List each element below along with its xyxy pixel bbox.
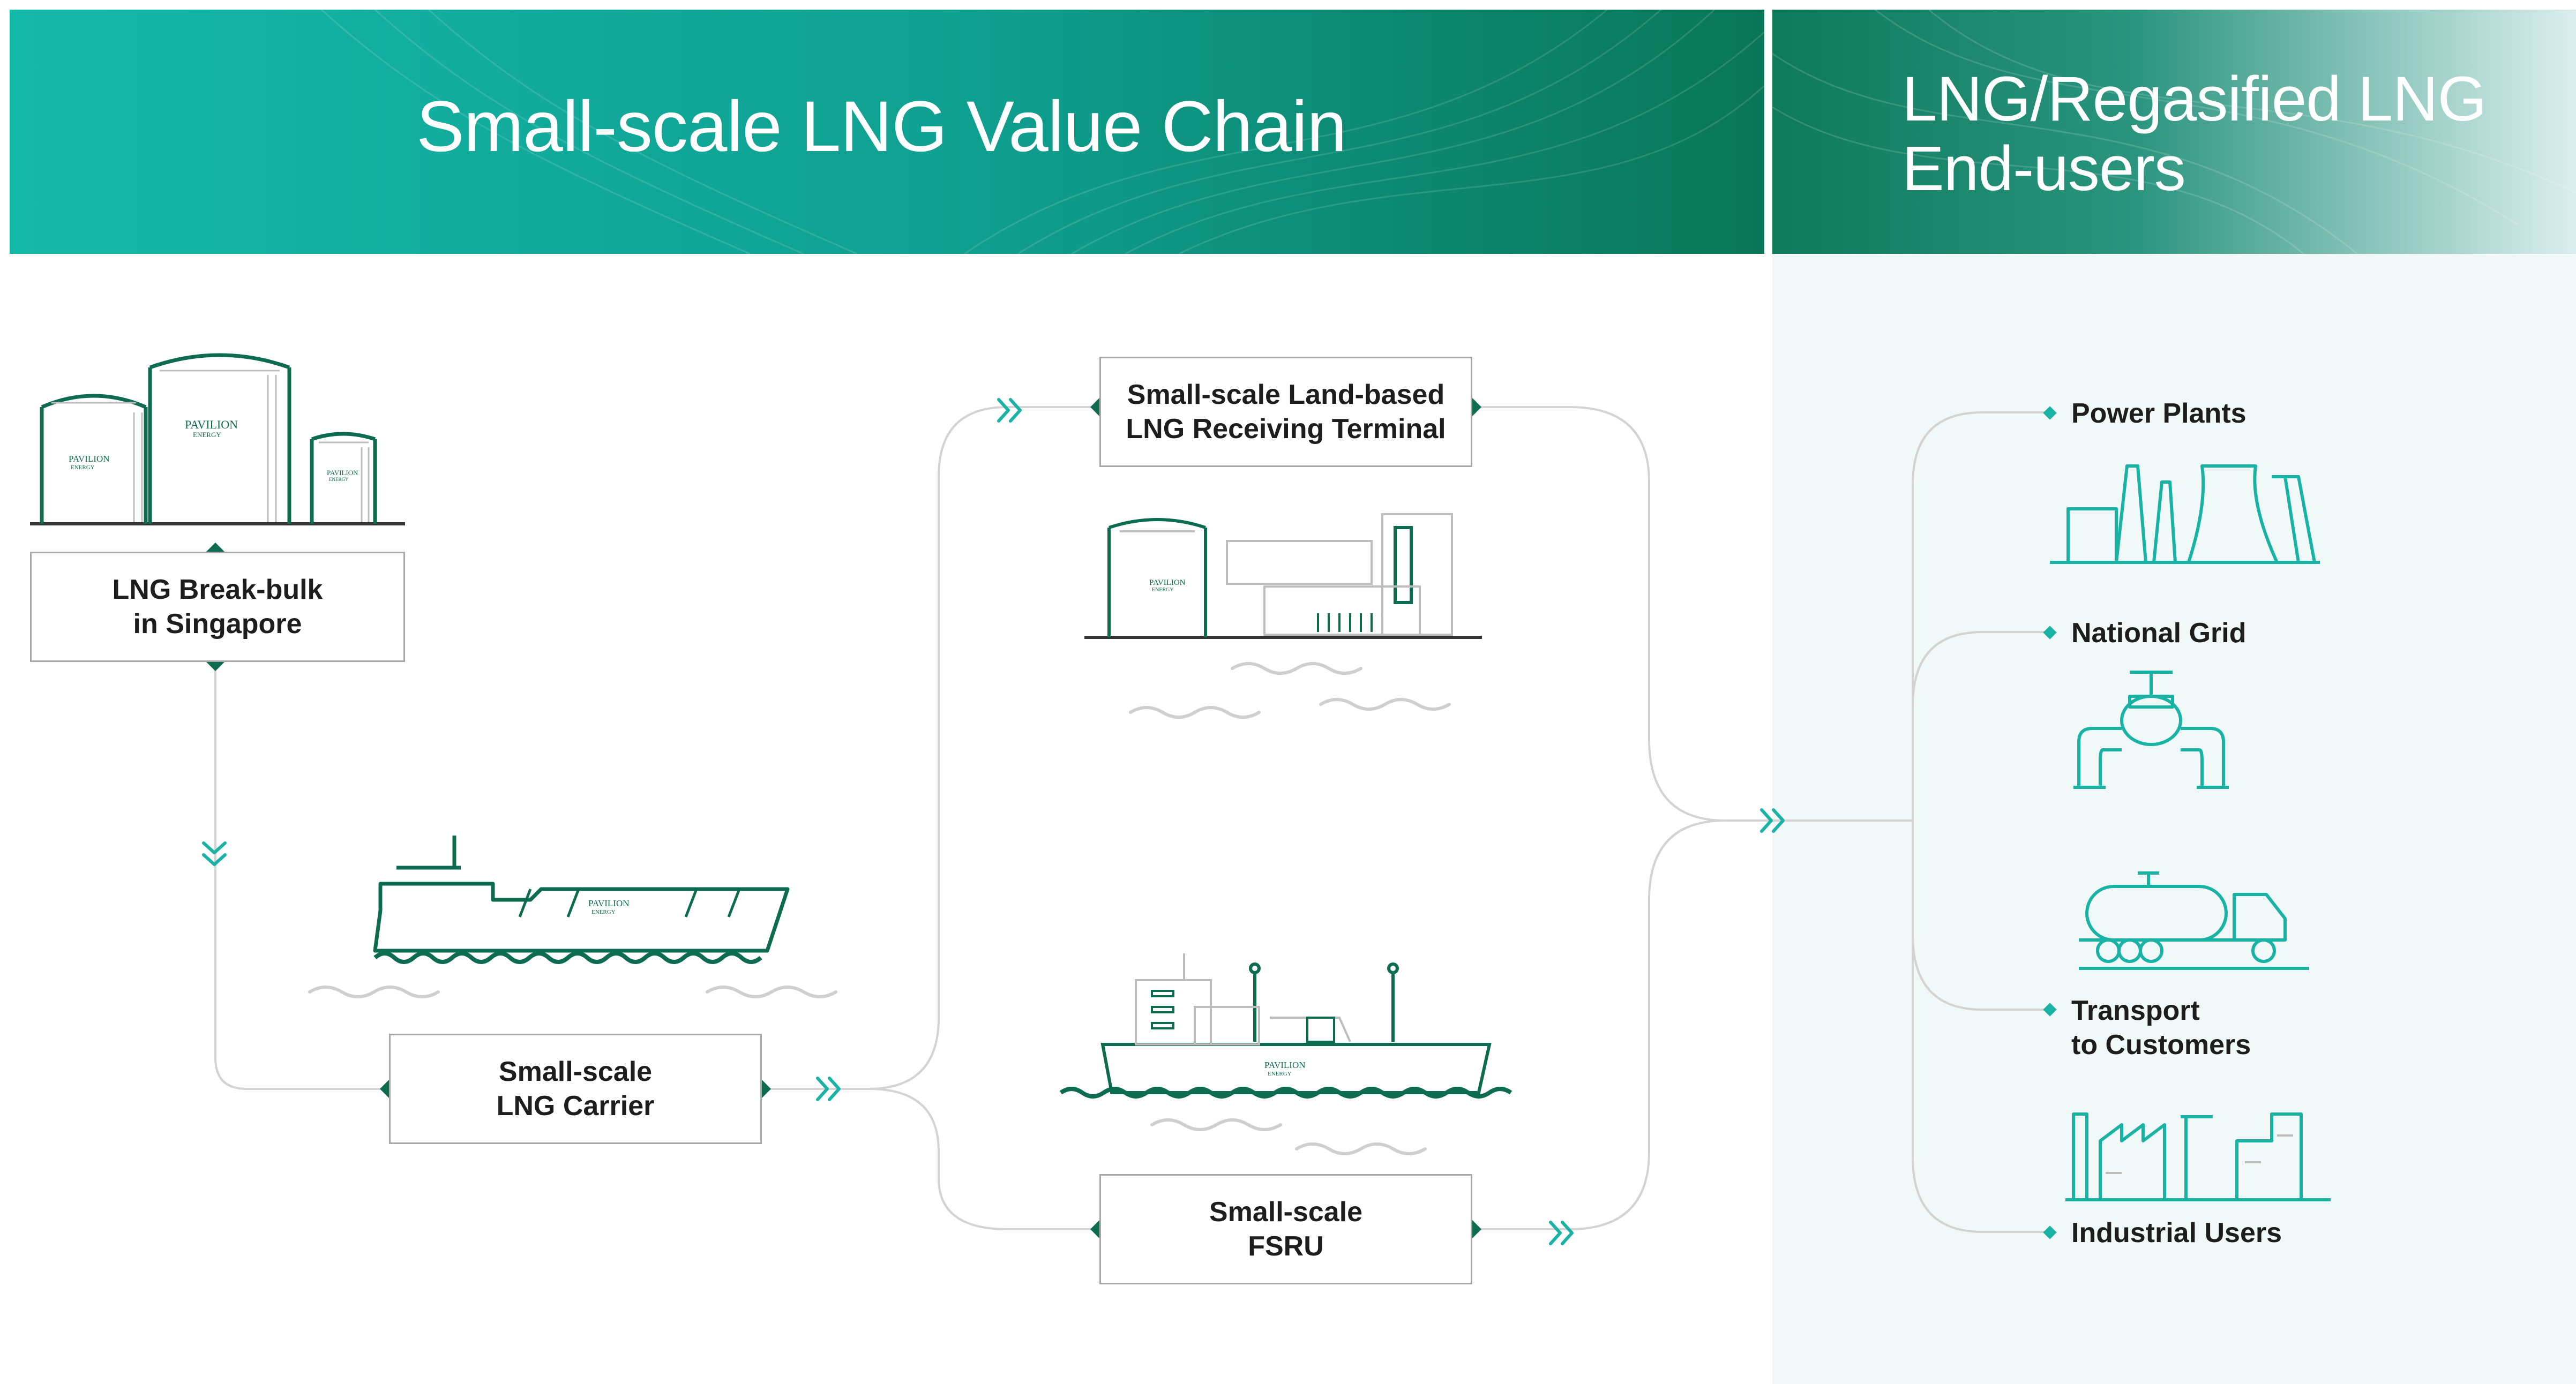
lng-carrier-ship-icon (373, 836, 790, 964)
chevron-right-icon (999, 400, 1020, 421)
end-users-title-line2: End-users (1902, 133, 2186, 204)
svg-text:ENERGY: ENERGY (193, 431, 221, 439)
node-fsru: Small-scale FSRU (1099, 1174, 1472, 1284)
svg-text:PAVILION: PAVILION (69, 454, 110, 464)
right-banner (1772, 9, 2576, 255)
node-label-line2: LNG Carrier (496, 1090, 655, 1122)
svg-text:PAVILION: PAVILION (327, 469, 358, 477)
svg-text:ENERGY: ENERGY (1268, 1071, 1292, 1077)
svg-text:ENERGY: ENERGY (591, 909, 616, 915)
node-label-line1: Small-scale (1209, 1197, 1363, 1228)
end-user-power-plants: Power Plants (2071, 398, 2246, 429)
pavilion-logo: PAVILION ENERGY (588, 898, 630, 915)
node-label-line2: FSRU (1248, 1231, 1324, 1262)
value-chain-title: Small-scale LNG Value Chain (416, 87, 1347, 167)
end-user-transport: Transport to Customers (2071, 995, 2251, 1060)
end-user-national-grid: National Grid (2071, 618, 2246, 649)
water-wave-icon (1130, 708, 1259, 717)
node-label-line1: Small-scale Land-based (1127, 379, 1445, 410)
svg-text:ENERGY: ENERGY (71, 464, 95, 471)
fsru-vessel-icon (1059, 953, 1512, 1099)
water-wave-icon (310, 987, 438, 997)
node-receiving-terminal: Small-scale Land-based LNG Receiving Ter… (1099, 357, 1472, 467)
svg-text:PAVILION: PAVILION (1264, 1060, 1306, 1070)
water-wave-icon (1297, 1144, 1425, 1154)
node-label-line1: LNG Break-bulk (112, 574, 323, 605)
storage-tank-icon (30, 353, 405, 525)
node-label-line1: Small-scale (498, 1056, 653, 1087)
svg-text:PAVILION: PAVILION (588, 898, 630, 908)
tanker-truck-icon (2079, 871, 2309, 970)
node-label-line2: in Singapore (133, 608, 302, 640)
chevron-right-icon (1551, 1222, 1572, 1244)
pavilion-logo: PAVILION ENERGY (1264, 1060, 1306, 1077)
svg-text:PAVILION: PAVILION (185, 418, 238, 431)
water-wave-icon (1152, 1120, 1280, 1130)
node-lng-carrier: Small-scale LNG Carrier (389, 1034, 762, 1144)
connector-lines (214, 406, 2049, 1233)
end-user-industrial: Industrial Users (2071, 1217, 2282, 1248)
node-lng-breakbulk: LNG Break-bulk in Singapore (30, 552, 405, 662)
end-user-panel (1772, 254, 2576, 1384)
water-wave-icon (1232, 664, 1361, 673)
receiving-terminal-icon (1084, 513, 1482, 639)
water-wave-icon (1321, 699, 1449, 709)
end-users-title: LNG/Regasified LNG End-users (1902, 64, 2545, 204)
svg-text:ENERGY: ENERGY (329, 477, 349, 482)
svg-text:PAVILION: PAVILION (1149, 578, 1186, 587)
pavilion-logo: PAVILION ENERGY PAVILION ENERGY PAVILION… (69, 418, 358, 482)
water-wave-icon (707, 987, 836, 997)
power-plant-icon (2050, 464, 2320, 564)
industrial-factory-icon (2065, 1112, 2331, 1201)
svg-text:ENERGY: ENERGY (1152, 587, 1174, 593)
pavilion-logo: PAVILION ENERGY (1149, 578, 1186, 593)
end-users-title-line1: LNG/Regasified LNG (1902, 64, 2487, 134)
pipeline-valve-icon (2073, 671, 2229, 789)
node-label-line2: LNG Receiving Terminal (1126, 413, 1446, 445)
left-banner (10, 9, 1765, 255)
